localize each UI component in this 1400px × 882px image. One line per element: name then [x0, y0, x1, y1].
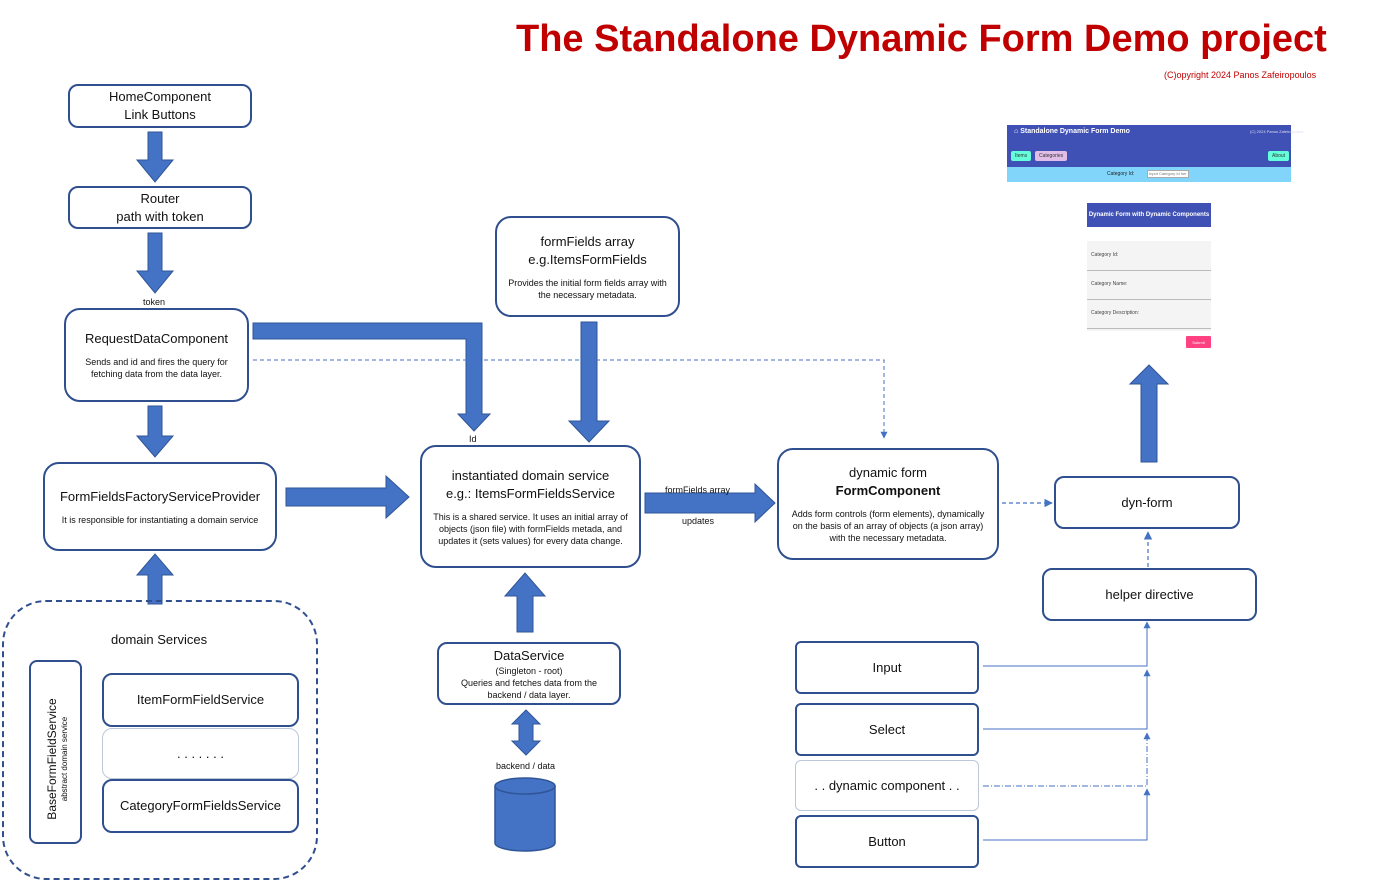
item-form-field-service-box: ItemFormFieldService [102, 673, 299, 727]
domain-service-box: instantiated domain service e.g.: ItemsF… [420, 445, 641, 568]
router-path-label: path with token [116, 208, 204, 224]
domain-service-title: instantiated domain service [451, 467, 610, 483]
domain-service-example: e.g.: ItemsFormFieldsService [445, 485, 616, 501]
input-component-label: Input [872, 659, 902, 675]
app-screenshot-submit-button[interactable]: Submit [1186, 336, 1211, 348]
app-screenshot-field-category-name[interactable]: Category Name: [1087, 271, 1211, 300]
arrow-domain-dynform [644, 482, 776, 524]
domain-services-region [2, 600, 318, 880]
request-data-component-desc: Sends and id and fires the query for fet… [85, 357, 228, 379]
app-screenshot-items-button[interactable]: Items [1011, 151, 1032, 161]
app-screenshot-field-category-id[interactable]: Category Id: [1087, 242, 1211, 271]
data-service-desc: Queries and fetches data from the backen… [460, 677, 598, 700]
app-screenshot-categories-button[interactable]: Categories [1035, 151, 1068, 161]
form-fields-array-desc: Provides the initial form fields array w… [508, 277, 667, 300]
helper-directive-box: helper directive [1042, 568, 1257, 621]
input-component-box: Input [795, 641, 979, 694]
helper-directive-label: helper directive [1105, 586, 1194, 602]
button-component-box: Button [795, 815, 979, 868]
form-fields-factory-box: FormFieldsFactoryServiceProvider It is r… [43, 462, 277, 551]
app-screenshot-form [1087, 241, 1211, 331]
link-buttons-label: Link Buttons [124, 107, 196, 122]
arrow-factory-domain [285, 474, 410, 520]
dynamic-component-box: . . dynamic component . . [795, 760, 979, 811]
updates-label: updates [682, 516, 715, 526]
dynamic-component-label: . . dynamic component . . [814, 777, 960, 793]
app-screenshot-field-category-description[interactable]: Category Description: [1087, 300, 1211, 329]
arrow-request-domain [252, 322, 492, 432]
dyn-form-label: dyn-form [1121, 494, 1173, 510]
more-services-box: . . . . . . . [102, 728, 299, 779]
dynamic-form-desc: Adds form controls (form elements), dyna… [791, 509, 985, 543]
domain-services-title: domain Services [111, 632, 208, 647]
home-component-label: HomeComponent [109, 89, 211, 104]
arrow-domain-factory [135, 553, 175, 605]
app-screenshot-category-input[interactable]: Input Category Id her [1147, 170, 1189, 178]
form-fields-array-box: formFields array e.g.ItemsFormFields Pro… [495, 216, 680, 317]
category-form-fields-service-label: CategoryFormFieldsService [119, 798, 282, 813]
request-data-component-title: RequestDataComponent [84, 331, 229, 346]
arrow-formfields-domain [567, 321, 611, 443]
app-screenshot-category-label: Category Id: [1107, 171, 1135, 177]
dynamic-form-component-box: dynamic form FormComponent Adds form con… [777, 448, 999, 560]
domain-service-desc: This is a shared service. It uses an ini… [433, 511, 628, 546]
line-input-helper [983, 621, 1151, 667]
category-form-fields-service-box: CategoryFormFieldsService [102, 779, 299, 833]
form-fields-factory-title: FormFieldsFactoryServiceProvider [59, 488, 261, 504]
router-label: Router [140, 190, 180, 206]
form-fields-factory-desc: It is responsible for instantiating a do… [61, 514, 259, 525]
form-fields-array-example: e.g.ItemsFormFields [528, 251, 647, 267]
router-box: Router path with token [68, 186, 252, 229]
dashed-request-dynform [253, 359, 888, 439]
backend-data-label: backend / data [496, 761, 556, 771]
form-component-title: FormComponent [835, 483, 941, 498]
page-title: The Standalone Dynamic Form Demo project [516, 18, 1327, 60]
token-label: token [143, 297, 166, 307]
select-component-label: Select [868, 721, 906, 737]
line-dyncomp-helper [983, 732, 1151, 787]
app-screenshot-copyright: (C) 2024 Panos Zafeiropoulos [1250, 129, 1304, 134]
base-form-field-service-box: BaseFormFieldService abstract domain ser… [29, 660, 82, 844]
more-services-label: . . . . . . . [177, 745, 224, 761]
database-icon [494, 777, 556, 852]
data-service-box: DataService (Singleton - root) Queries a… [437, 642, 621, 705]
select-component-box: Select [795, 703, 979, 756]
app-screenshot-about-button[interactable]: About [1268, 151, 1290, 161]
arrow-router-request [135, 232, 175, 294]
arrow-data-domain [503, 572, 547, 633]
arrow-home-router [135, 131, 175, 183]
app-screenshot-title: ⌂ Standalone Dynamic Form Demo [1014, 128, 1130, 135]
arrow-request-factory [135, 405, 175, 458]
copyright-text: (C)opyright 2024 Panos Zafeiropoulos [1164, 70, 1317, 80]
data-service-title: DataService [493, 647, 565, 663]
id-label: Id [469, 434, 477, 444]
arrow-data-backend [510, 709, 542, 756]
arrow-dynform-screenshot [1128, 364, 1170, 463]
request-data-component-box: RequestDataComponent Sends and id and fi… [64, 308, 249, 402]
form-fields-array-flow-label: formFields array [665, 485, 731, 495]
line-button-helper [983, 788, 1151, 841]
button-component-label: Button [868, 833, 906, 849]
item-form-field-service-label: ItemFormFieldService [136, 692, 265, 707]
app-screenshot-form-header: Dynamic Form with Dynamic Components [1087, 203, 1211, 227]
data-service-scope: (Singleton - root) [495, 665, 563, 676]
form-fields-array-title: formFields array [540, 233, 635, 249]
home-component-box: HomeComponent Link Buttons [68, 84, 252, 128]
base-form-field-service-label: BaseFormFieldService abstract domain ser… [45, 698, 69, 820]
line-select-helper [983, 669, 1151, 730]
dynamic-form-title: dynamic form [848, 465, 928, 480]
dyn-form-box: dyn-form [1054, 476, 1240, 529]
